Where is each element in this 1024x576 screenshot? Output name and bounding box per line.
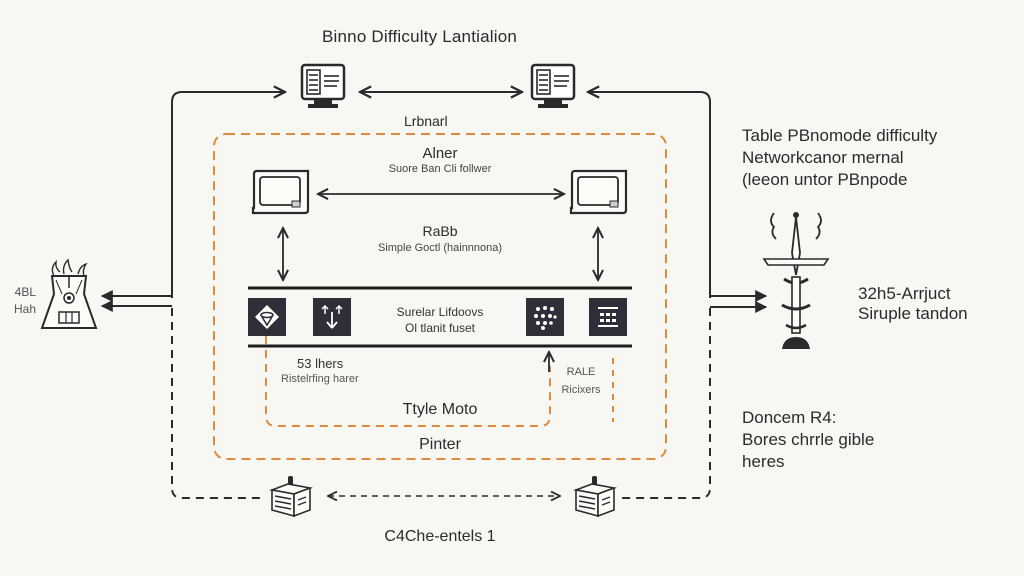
top-group-label: Lrbnarl <box>404 113 448 129</box>
cluster-dots-icon <box>526 298 564 336</box>
funnel-diamond-icon <box>248 298 286 336</box>
branch-arrows-icon <box>313 298 351 336</box>
right-note-line1: Doncem R4: <box>742 408 837 427</box>
node-b-label: RaBb <box>422 223 458 239</box>
left-node-line2: Hah <box>13 302 36 316</box>
right-node-line1: 32h5-Arrjuct <box>858 284 951 303</box>
bottom-dashed-loop-right <box>620 308 711 499</box>
bar-label-line2: Ol tlanit fuset <box>404 321 476 335</box>
grid-table-icon <box>589 298 627 336</box>
inner-box-label: Ttyle Moto <box>402 401 478 418</box>
top-left-connector <box>171 92 285 298</box>
right-heading-line2: Networkcanor mernal <box>742 148 904 167</box>
storage-box-icon <box>573 476 617 518</box>
right-note-line1: RALE <box>566 366 596 378</box>
bottom-dashed-loop-left <box>171 308 262 499</box>
outer-dashed-box <box>213 133 667 460</box>
left-note-line2: Ristelrfing harer <box>281 373 359 385</box>
flaming-flask-icon <box>40 258 98 329</box>
laptop-icon <box>569 169 628 215</box>
server-monitor-icon <box>530 63 576 108</box>
node-a-sub: Suore Ban Cli follwer <box>388 163 492 175</box>
inner-dashed-box <box>265 336 551 427</box>
node-b-sub: Simple Goctl (hainnnona) <box>377 242 503 254</box>
left-note-line1: 53 lhers <box>297 356 344 371</box>
bar-label-line1: Surelar Lifdoovs <box>396 305 484 319</box>
left-node-line1: 4BL <box>14 285 36 299</box>
right-note-line3: heres <box>742 452 785 471</box>
laptop-icon <box>251 169 310 215</box>
diagram-title: Binno Difficulty Lantialion <box>322 27 518 46</box>
outer-box-label: Pinter <box>419 436 461 453</box>
right-node-line2: Siruple tandon <box>858 304 968 323</box>
server-monitor-icon <box>300 63 346 108</box>
right-heading-line1: Table PBnomode difficulty <box>742 126 938 145</box>
top-right-connector <box>588 92 711 298</box>
right-note-line2: Bores chrrle gible <box>742 430 875 449</box>
storage-box-icon <box>269 476 313 518</box>
node-a-label: Alner <box>422 145 458 162</box>
right-heading-line3: (leeon untor PBnpode <box>742 170 908 189</box>
right-note-line2: Ricixers <box>561 384 601 396</box>
antenna-tower-icon <box>762 212 830 349</box>
footer-label: C4Che-entels 1 <box>384 528 496 545</box>
